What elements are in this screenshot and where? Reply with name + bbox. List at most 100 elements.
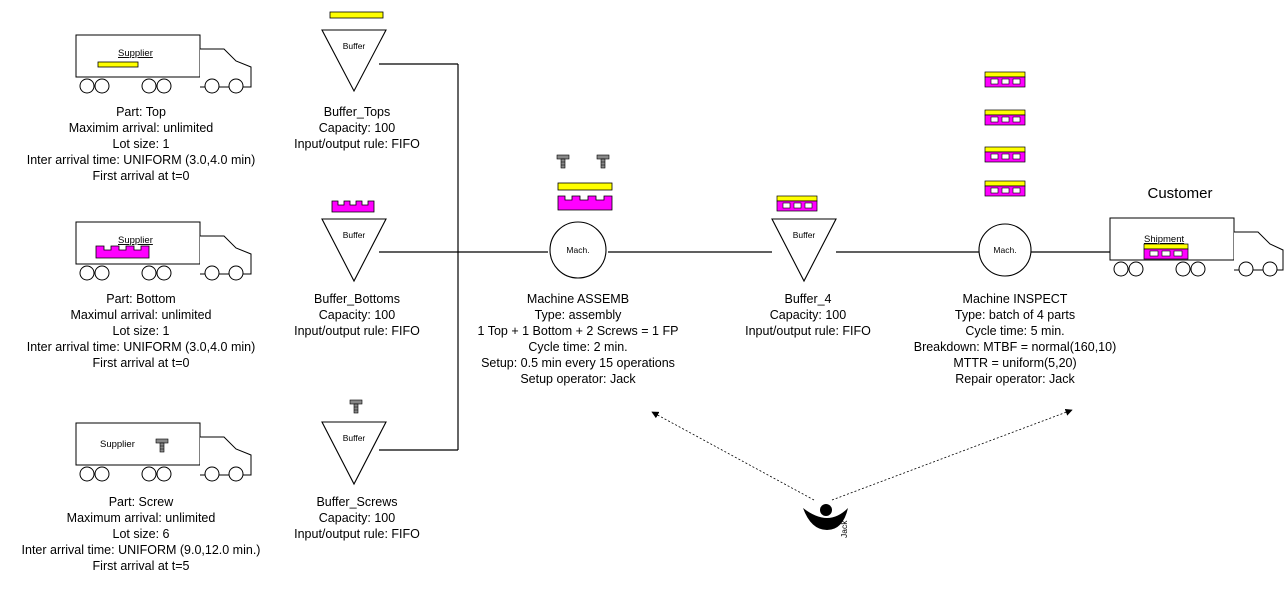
description-line: First arrival at t=0 [93,169,190,183]
wheel [79,265,95,281]
description-line: Inter arrival time: UNIFORM (3.0,4.0 min… [27,340,256,354]
wheel [141,265,157,281]
machine-assemb[interactable]: Mach. [549,154,613,279]
buffer-bottoms[interactable]: Buffer [321,200,387,283]
wheel [141,78,157,94]
description-line: Capacity: 100 [319,121,395,135]
truck-body [75,422,201,466]
operator-name: Jack [839,520,849,538]
buffer-symbol-label: Buffer [793,230,816,240]
description-line: Cycle time: 2 min. [528,340,627,354]
wheel [228,78,244,94]
flow-connectors [379,63,1110,451]
wheel [1113,261,1129,277]
description-line: Machine INSPECT [963,292,1068,306]
description-line: Buffer_4 [784,292,831,306]
wheel [228,466,244,482]
bottom-part-icon [95,245,150,259]
description-line: Part: Bottom [106,292,175,306]
supplier-screw[interactable]: Supplier [75,422,252,482]
supplier-truck-label: Supplier [118,48,153,59]
supplier-screw-description: Part: Screw Maximum arrival: unlimited L… [22,495,261,573]
bottom-part-icon [557,195,613,211]
description-line: Capacity: 100 [770,308,846,322]
assembled-product-icon [984,109,1026,126]
shipment-label: Shipment [1144,234,1184,245]
wheel [1128,261,1144,277]
buffer-triangle [771,218,837,283]
machine-inspect[interactable]: Mach. [978,71,1032,277]
description-line: Lot size: 6 [113,527,170,541]
description-line: Part: Top [116,105,166,119]
description-line: Input/output rule: FIFO [745,324,871,338]
buffer-4[interactable]: Buffer [771,195,837,283]
link-jack-to-assemb [651,411,815,501]
description-line: Input/output rule: FIFO [294,324,420,338]
customer-title: Customer [1147,185,1212,202]
top-part-icon [97,61,139,68]
buffer-symbol-label: Buffer [343,230,366,240]
machine-symbol-label: Mach. [566,245,589,255]
description-line: Cycle time: 5 min. [965,324,1064,338]
description-line: Part: Screw [109,495,175,509]
description-line: First arrival at t=0 [93,356,190,370]
description-line: Capacity: 100 [319,511,395,525]
buffer-screws[interactable]: Buffer [321,399,387,486]
buffer-tops-description: Buffer_Tops Capacity: 100 Input/output r… [294,105,420,151]
description-line: Buffer_Screws [316,495,397,509]
wheel [141,466,157,482]
description-line: Lot size: 1 [113,137,170,151]
description-line: Capacity: 100 [319,308,395,322]
machine-symbol [978,223,1032,277]
wheel [79,466,95,482]
screw-icon [349,399,363,414]
description-line: First arrival at t=5 [93,559,190,573]
description-line: Input/output rule: FIFO [294,137,420,151]
wheel [156,78,172,94]
wheel [204,78,220,94]
description-line: Type: batch of 4 parts [955,308,1075,322]
bottom-part-icon [331,200,375,213]
buffer-triangle [321,421,387,486]
description-line: Type: assembly [535,308,623,322]
assembled-product-icon [1143,243,1189,260]
wheel [204,265,220,281]
description-line: MTTR = uniform(5,20) [953,356,1076,370]
truck-body [75,34,201,78]
screw-icon [556,154,570,169]
wheel [204,466,220,482]
wheel [1262,261,1278,277]
screw-icon [596,154,610,169]
supplier-bottom[interactable]: Supplier [75,221,252,281]
operator-head [820,504,832,516]
buffer-symbol-label: Buffer [343,433,366,443]
wheel [79,78,95,94]
supplier-top[interactable]: Supplier [75,34,252,94]
supplier-bottom-description: Part: Bottom Maximul arrival: unlimited … [27,292,256,370]
wheel [94,466,110,482]
operator-icon [803,508,848,530]
description-line: Inter arrival time: UNIFORM (9.0,12.0 mi… [22,543,261,557]
wheel [1238,261,1254,277]
buffer-4-description: Buffer_4 Capacity: 100 Input/output rule… [745,292,871,338]
machine-inspect-description: Machine INSPECT Type: batch of 4 parts C… [914,292,1117,386]
description-line: Inter arrival time: UNIFORM (3.0,4.0 min… [27,153,256,167]
operator-links [651,408,1073,501]
supplier-truck-label: Supplier [100,439,135,450]
description-line: Input/output rule: FIFO [294,527,420,541]
description-line: Buffer_Tops [324,105,390,119]
wheel [94,265,110,281]
buffer-bottoms-description: Buffer_Bottoms Capacity: 100 Input/outpu… [294,292,420,338]
wheel [156,466,172,482]
description-line: Lot size: 1 [113,324,170,338]
buffer-triangle [321,29,387,93]
operator-jack[interactable]: Jack [803,504,849,538]
description-line: Machine ASSEMB [527,292,629,306]
description-line: Maximul arrival: unlimited [70,308,211,322]
buffer-tops[interactable]: Buffer [321,11,387,93]
wheel [228,265,244,281]
customer-truck[interactable]: Shipment [1109,217,1284,277]
link-jack-to-inspect [831,408,1073,501]
